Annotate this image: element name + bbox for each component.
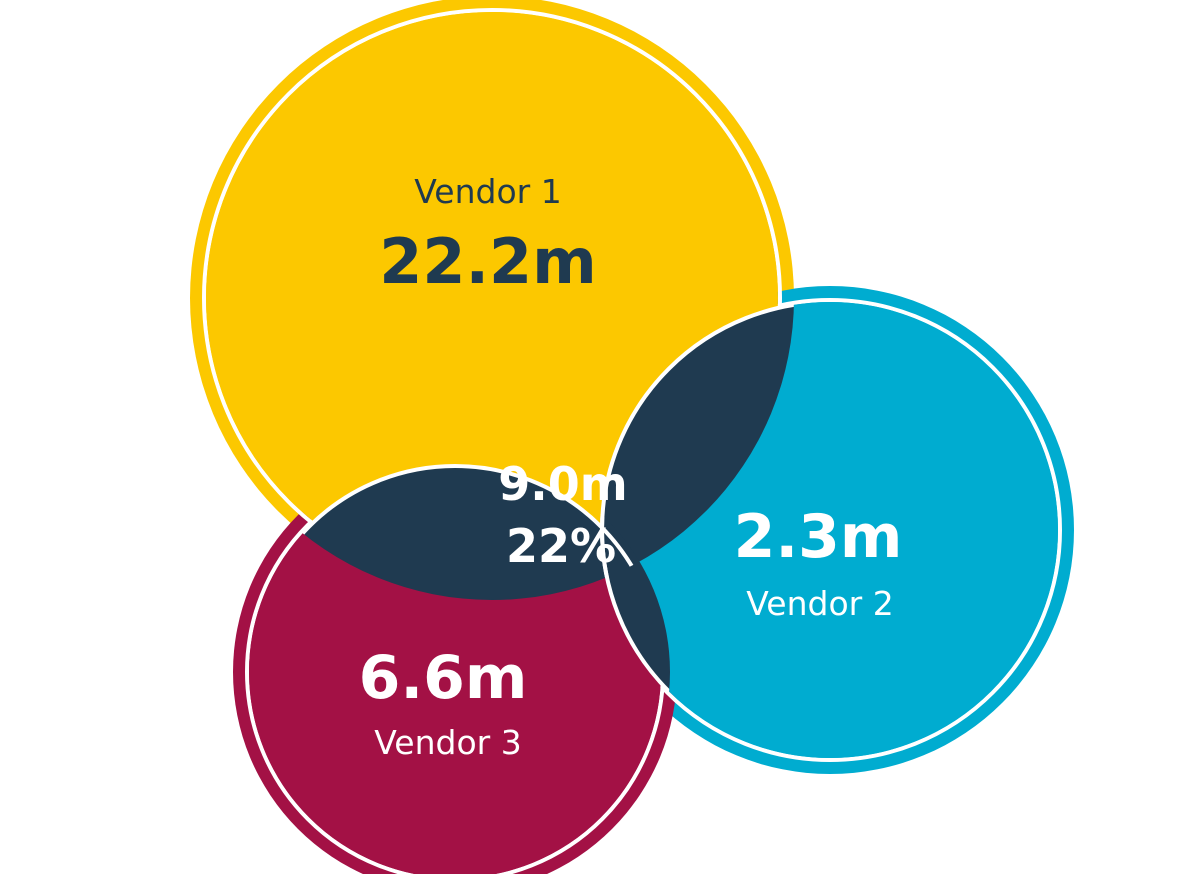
vendor2-name: Vendor 2	[746, 584, 893, 623]
vendor1-name: Vendor 1	[414, 172, 561, 211]
overlap-border-b	[247, 464, 663, 600]
overlap-value: 9.0m	[498, 457, 627, 511]
overlap-percent: 22%	[506, 519, 616, 573]
vendor1-value: 22.2m	[379, 225, 597, 298]
vendor3-name: Vendor 3	[374, 723, 521, 762]
overlap-border-c	[600, 457, 670, 760]
vendor3-value: 6.6m	[359, 643, 528, 713]
vendor2-value: 2.3m	[734, 502, 903, 572]
